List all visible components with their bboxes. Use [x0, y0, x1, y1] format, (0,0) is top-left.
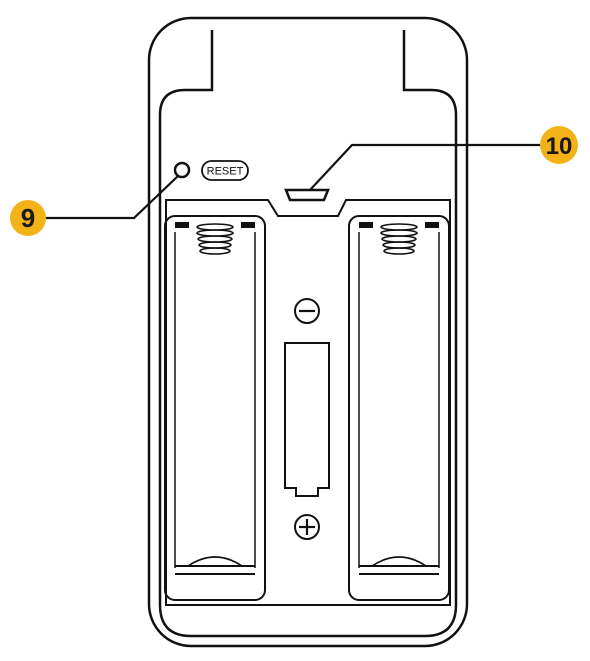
callout-10-number: 10	[546, 133, 573, 160]
callout-10-leader	[309, 143, 548, 191]
center-label-recess	[284, 342, 330, 497]
battery-compartment	[165, 199, 451, 606]
battery-slot-right	[348, 215, 450, 601]
outer-shell	[147, 16, 469, 648]
reset-hole	[173, 161, 191, 179]
spring-right	[380, 223, 418, 255]
reset-label: RESET	[207, 166, 244, 178]
callout-10-badge: 10	[540, 126, 578, 164]
callout-9-number: 9	[21, 203, 35, 233]
contact-right-bottom	[359, 556, 439, 575]
micro-usb-port	[284, 188, 330, 202]
reset-label-badge: RESET	[201, 160, 249, 181]
plus-symbol-icon	[294, 514, 320, 540]
spring-left	[196, 223, 234, 255]
contact-left-bottom	[175, 556, 255, 575]
battery-slot-left	[164, 215, 266, 601]
minus-symbol-icon	[294, 298, 320, 324]
callout-9-leader	[36, 175, 179, 220]
device-body	[147, 16, 469, 648]
callout-9-badge: 9	[10, 200, 46, 236]
inner-back-plate	[158, 30, 458, 638]
